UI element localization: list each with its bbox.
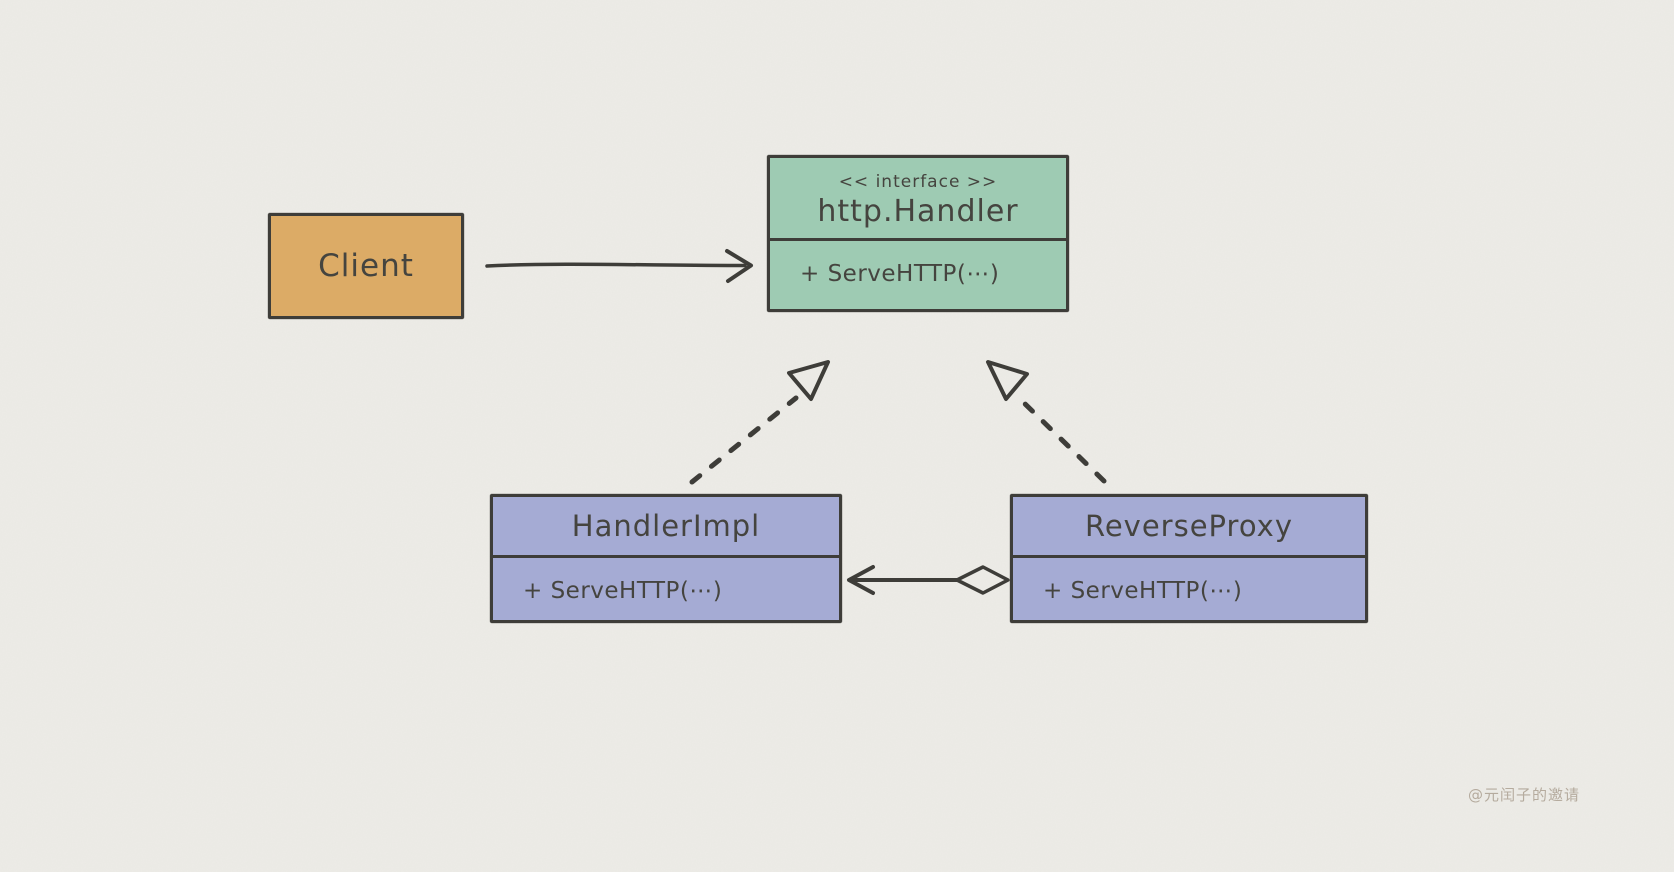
reverse-proxy-header: ReverseProxy: [1013, 497, 1365, 555]
http-handler-interface-node: << interface >> http.Handler + ServeHTTP…: [767, 155, 1069, 312]
reverse-proxy-node: ReverseProxy + ServeHTTP(⋯): [1010, 494, 1368, 623]
realization-arrow-reverseproxy-to-interface: [986, 360, 1107, 484]
client-node: Client: [268, 213, 464, 319]
interface-header: << interface >> http.Handler: [770, 158, 1066, 238]
aggregation-arrow-reverseproxy-to-handlerimpl: [847, 565, 1010, 595]
interface-method: + ServeHTTP(⋯): [800, 261, 1000, 287]
association-arrow-client-to-interface: [485, 249, 753, 283]
handler-impl-header: HandlerImpl: [493, 497, 839, 555]
interface-stereotype: << interface >>: [838, 171, 998, 192]
reverse-proxy-method: + ServeHTTP(⋯): [1043, 578, 1243, 604]
handler-impl-method: + ServeHTTP(⋯): [523, 578, 723, 604]
handler-impl-name: HandlerImpl: [571, 509, 761, 543]
watermark: @元闰子的邀请: [1468, 786, 1581, 804]
reverse-proxy-name: ReverseProxy: [1084, 509, 1293, 543]
handler-impl-node: HandlerImpl + ServeHTTP(⋯): [490, 494, 842, 623]
interface-name: http.Handler: [817, 193, 1019, 229]
realization-arrow-handlerimpl-to-interface: [689, 360, 830, 485]
client-label: Client: [318, 248, 414, 284]
